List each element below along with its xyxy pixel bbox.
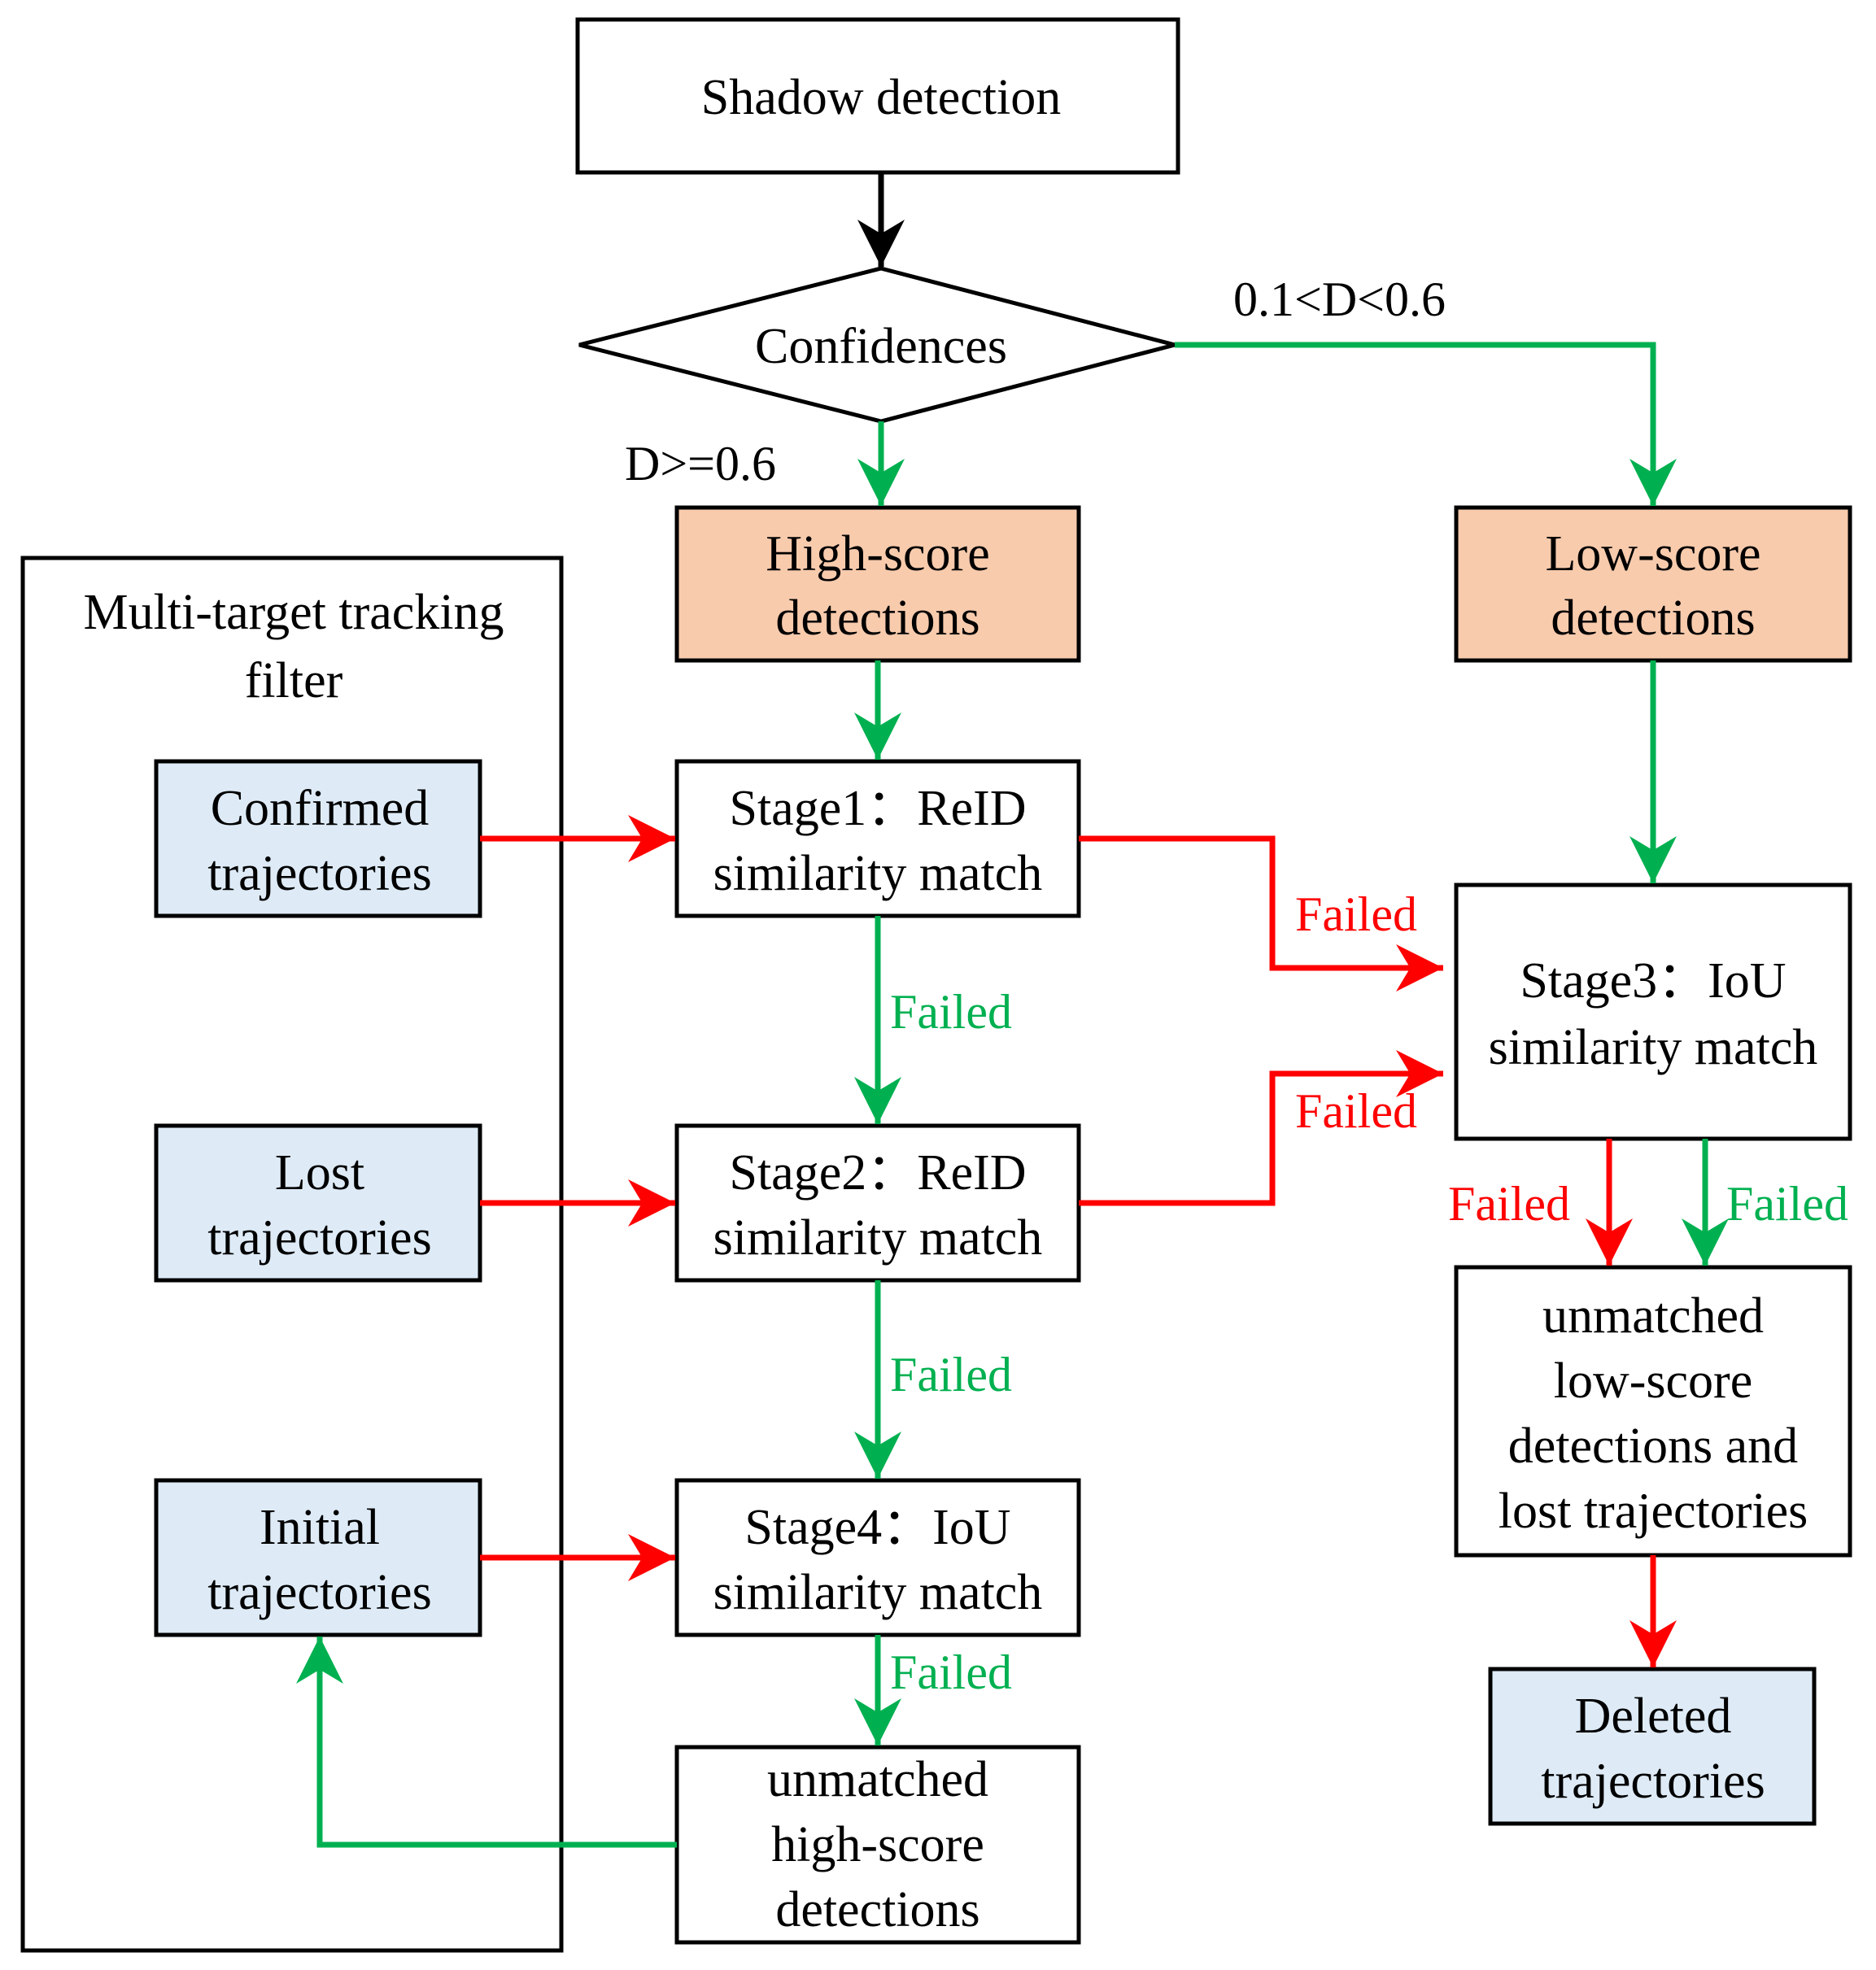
unmatched-low-box [1454,1265,1852,1558]
deleted-line2: trajectories [1541,1754,1765,1809]
stage1-line1: Stage1：ReID [729,781,1026,836]
confirmed-line1: Confirmed [211,781,430,836]
condition-low-label: 0.1<D<0.6 [1233,272,1446,326]
stage4-line1: Stage4：IoU [744,1500,1010,1555]
arrow-stage1-to-stage3 [1079,835,1443,992]
low-score-line2: detections [1551,591,1755,646]
failed-label-stage4-unmatched: Failed [890,1645,1012,1699]
deleted-line1: Deleted [1575,1689,1732,1744]
unmatched-high-line1: unmatched [767,1752,988,1807]
low-score-box [1454,505,1852,663]
arrow-stage2-to-stage3 [1079,1050,1443,1206]
stage3-line2: similarity match [1489,1020,1818,1075]
failed-label-stage2-stage3: Failed [1295,1084,1417,1138]
arrow-confidences-to-low [1175,342,1677,506]
unmatched-high-line3: detections [775,1882,979,1937]
deleted-box [1488,1667,1817,1826]
confirmed-line2: trajectories [207,846,431,901]
stage2-line2: similarity match [713,1210,1043,1266]
failed-label-stage1-stage2: Failed [890,985,1012,1039]
filter-title-line2: filter [245,653,343,708]
shadow-detection-box [575,17,1180,175]
lost-line2: trajectories [207,1210,431,1266]
stage4-line2: similarity match [713,1565,1043,1620]
high-score-line2: detections [775,591,979,646]
shadow-detection-label: Shadow detection [701,70,1062,125]
initial-line2: trajectories [207,1565,431,1620]
stage3-line1: Stage3：IoU [1520,953,1786,1009]
confidences-label: Confidences [755,319,1007,374]
unmatched-low-line3: detections and [1508,1419,1798,1474]
unmatched-low-line1: unmatched [1542,1288,1764,1344]
failed-label-stage2-stage4: Failed [890,1348,1012,1401]
unmatched-low-line4: lost trajectories [1499,1484,1808,1539]
initial-box [154,1478,482,1637]
failed-label-stage3-green: Failed [1726,1177,1848,1231]
failed-label-stage3-red: Failed [1448,1177,1570,1231]
unmatched-high-box [674,1745,1081,1945]
failed-label-stage1-stage3: Failed [1295,887,1417,941]
low-score-line1: Low-score [1545,526,1760,582]
arrow-unmatched-high-to-initial [296,1637,677,1848]
filter-container [20,556,564,1953]
condition-high-label: D>=0.6 [625,437,776,490]
stage4-box [674,1478,1081,1637]
lost-box [154,1123,482,1283]
initial-line1: Initial [260,1500,380,1555]
stage3-box [1454,883,1852,1141]
lost-line1: Lost [275,1145,364,1201]
stage1-line2: similarity match [713,846,1043,901]
unmatched-high-line2: high-score [771,1817,984,1872]
high-score-line1: High-score [766,526,989,582]
filter-title-line1: Multi-target tracking [83,585,504,640]
confirmed-box [154,759,482,918]
high-score-box [674,505,1081,663]
unmatched-low-line2: low-score [1554,1353,1752,1409]
stage2-line1: Stage2：ReID [729,1145,1026,1201]
